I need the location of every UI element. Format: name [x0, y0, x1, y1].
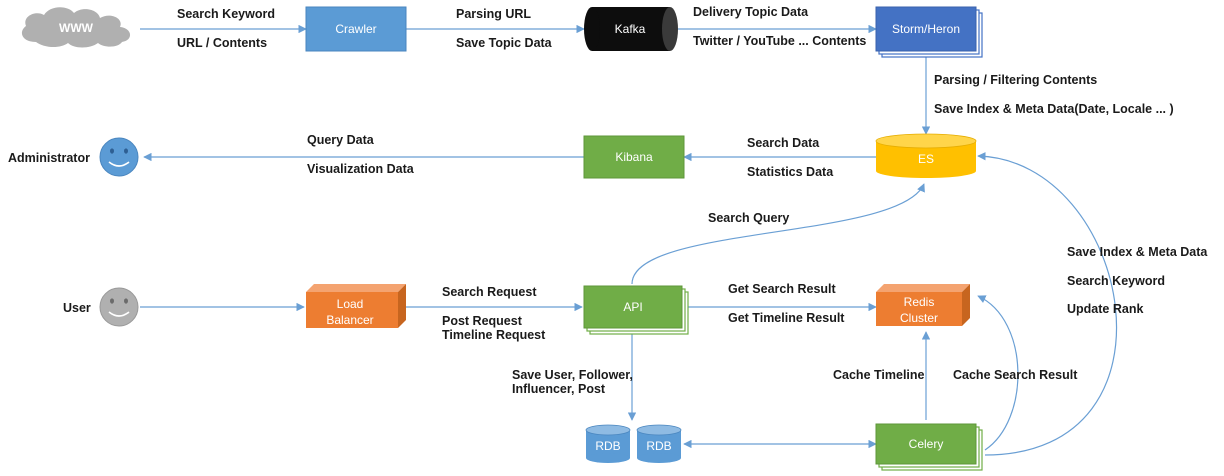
label-get-timeline-result: Get Timeline Result: [728, 311, 845, 325]
administrator-smiley-icon: [99, 137, 139, 177]
connectors: [140, 24, 1118, 456]
label-save-topic-data: Save Topic Data: [456, 36, 553, 50]
celery-to-es-curve: [977, 152, 1118, 456]
label-search-keyword-2: Search Keyword: [1067, 274, 1165, 288]
user-label: User: [63, 301, 91, 315]
rdb-1-label: RDB: [595, 439, 620, 453]
label-query-data: Query Data: [307, 133, 375, 147]
label-delivery-topic-data: Delivery Topic Data: [693, 5, 809, 19]
label-visualization-data: Visualization Data: [307, 162, 415, 176]
celery-to-redis-curve: [977, 295, 1019, 451]
api-node: API: [583, 285, 689, 335]
celery-node: Celery: [875, 423, 983, 471]
administrator-label: Administrator: [8, 151, 90, 165]
label-search-request: Search Request: [442, 285, 537, 299]
label-save-index-meta-locale: Save Index & Meta Data(Date, Locale ... …: [934, 102, 1174, 116]
label-url-contents: URL / Contents: [177, 36, 267, 50]
label-search-query: Search Query: [708, 211, 789, 225]
redis-label-2: Cluster: [900, 311, 938, 325]
kafka-node: Kafka: [584, 7, 678, 51]
rdb-node-2: RDB: [636, 424, 682, 463]
api-label: API: [623, 300, 642, 314]
redis-label-1: Redis: [904, 295, 935, 309]
label-save-user-follower: Save User, Follower,: [512, 368, 633, 382]
load-balancer-node: Load Balancer: [306, 284, 406, 328]
label-timeline-request: Timeline Request: [442, 328, 546, 342]
www-cloud: WWW: [21, 7, 131, 48]
rdb-node-1: RDB: [585, 424, 631, 463]
load-balancer-label-2: Balancer: [326, 313, 373, 327]
label-statistics-data: Statistics Data: [747, 165, 834, 179]
es-label: ES: [918, 152, 934, 166]
label-parsing-url: Parsing URL: [456, 7, 531, 21]
kibana-label: Kibana: [615, 150, 653, 164]
kibana-node: Kibana: [583, 135, 685, 179]
storm-label: Storm/Heron: [892, 22, 960, 36]
api-to-es-curve: [631, 183, 925, 285]
user-smiley-icon: [99, 287, 139, 327]
label-parsing-filtering: Parsing / Filtering Contents: [934, 73, 1097, 87]
label-influencer-post: Influencer, Post: [512, 382, 606, 396]
label-get-search-result: Get Search Result: [728, 282, 837, 296]
label-update-rank: Update Rank: [1067, 302, 1143, 316]
crawler-node: Crawler: [305, 6, 407, 52]
label-twitter-youtube: Twitter / YouTube ... Contents: [693, 34, 866, 48]
kafka-label: Kafka: [615, 22, 646, 36]
storm-node: Storm/Heron: [875, 6, 983, 58]
celery-label: Celery: [909, 437, 944, 451]
label-post-request: Post Request: [442, 314, 523, 328]
label-cache-timeline: Cache Timeline: [833, 368, 925, 382]
label-cache-search-result: Cache Search Result: [953, 368, 1078, 382]
load-balancer-label-1: Load: [337, 297, 364, 311]
edge-labels: Search Keyword URL / Contents Parsing UR…: [177, 5, 1208, 396]
es-node: ES: [875, 133, 977, 178]
rdb-2-label: RDB: [646, 439, 671, 453]
label-search-data: Search Data: [747, 136, 820, 150]
crawler-label: Crawler: [335, 22, 376, 36]
www-label: WWW: [59, 21, 94, 35]
label-save-index-meta: Save Index & Meta Data: [1067, 245, 1208, 259]
label-search-keyword: Search Keyword: [177, 7, 275, 21]
redis-node: Redis Cluster: [876, 284, 970, 326]
